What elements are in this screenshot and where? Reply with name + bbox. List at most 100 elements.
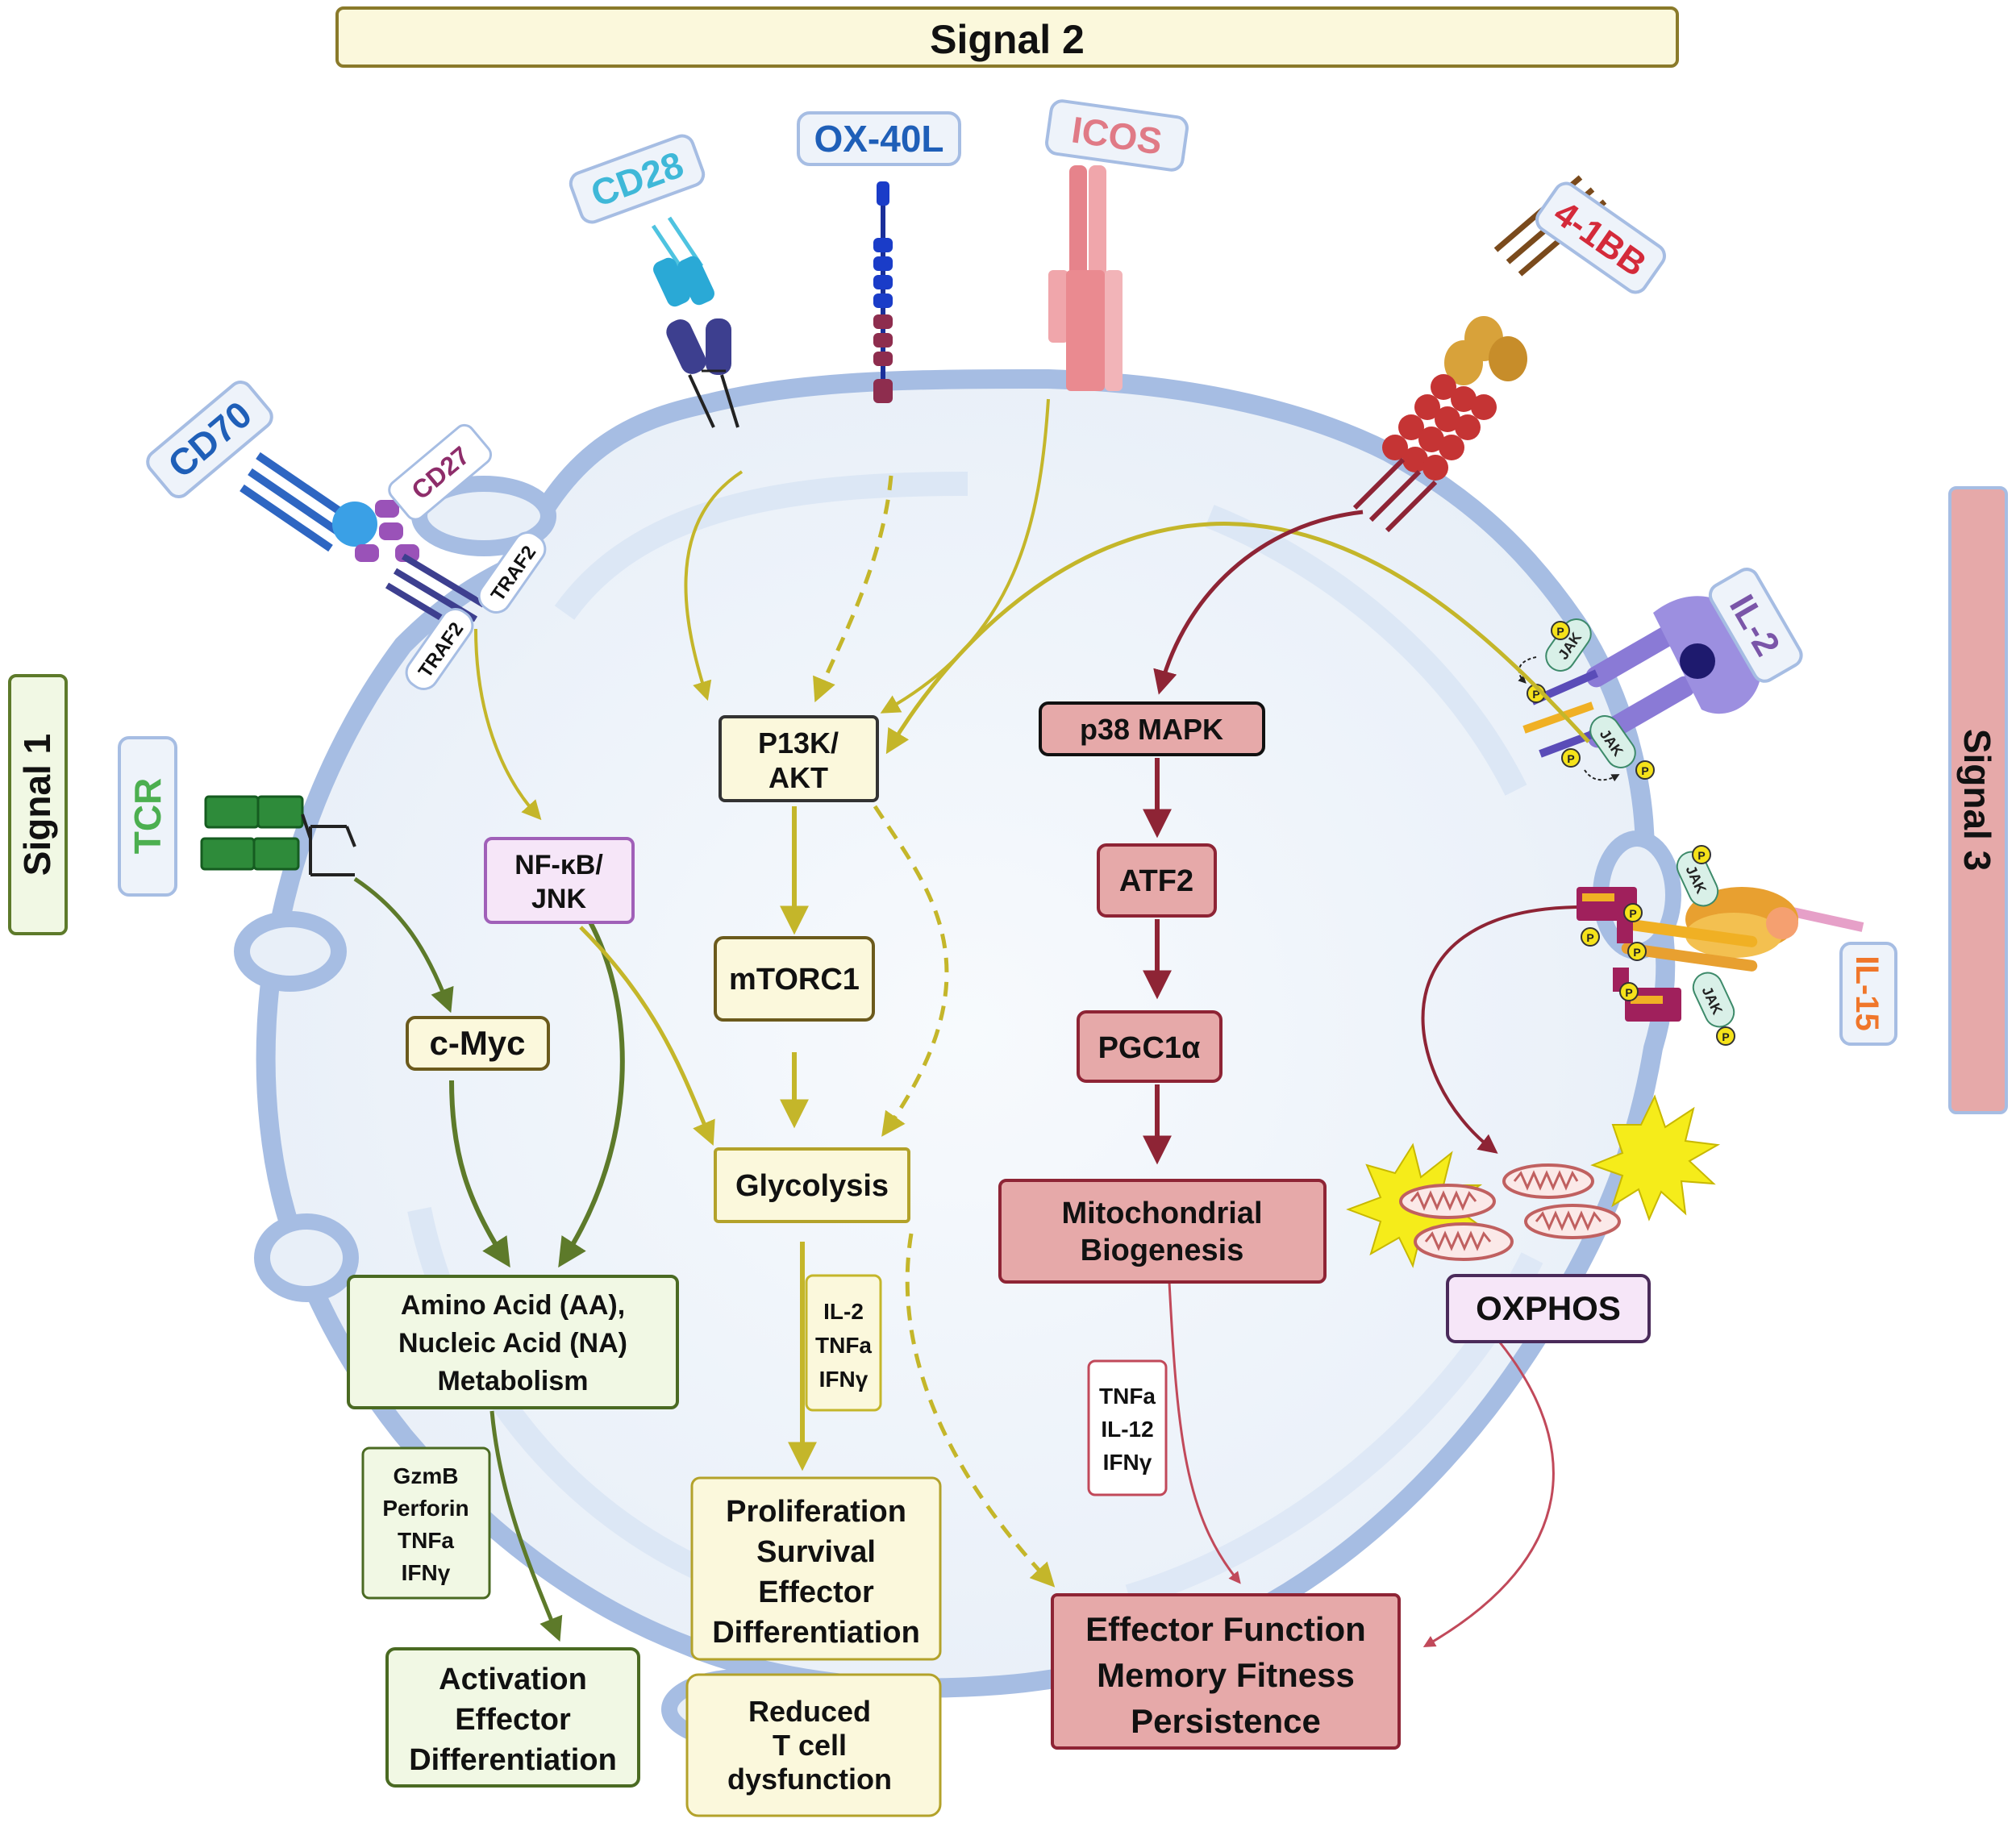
svg-text:P: P	[1532, 688, 1539, 701]
svg-text:P: P	[1722, 1030, 1729, 1043]
tcr-receptor	[200, 795, 356, 876]
svg-text:Activation: Activation	[439, 1663, 587, 1696]
signal-2-label: Signal 2	[930, 17, 1085, 62]
svg-text:Perforin: Perforin	[382, 1496, 469, 1521]
svg-text:p38 MAPK: p38 MAPK	[1080, 713, 1223, 746]
svg-text:JNK: JNK	[531, 884, 586, 914]
tcr-label: TCR	[118, 736, 177, 897]
svg-text:Biogenesis: Biogenesis	[1081, 1234, 1244, 1267]
svg-text:dysfunction: dysfunction	[727, 1763, 892, 1796]
svg-text:P: P	[1586, 931, 1593, 944]
cytokines-yellow: IL-2 TNFa IFNγ	[805, 1274, 882, 1412]
svg-text:IL-12: IL-12	[1101, 1417, 1153, 1442]
signal-2-header: Signal 2	[335, 6, 1679, 68]
node-p38-mapk: p38 MAPK	[1039, 701, 1265, 756]
four-1bb-label: 4-1BB	[1535, 181, 1666, 294]
jak-il2-b: JAK	[1589, 715, 1636, 768]
ox40l-label: OX-40L	[797, 111, 961, 166]
svg-text:IL-15: IL-15	[1849, 955, 1885, 1030]
svg-text:Reduced: Reduced	[748, 1695, 871, 1728]
svg-text:TNFa: TNFa	[398, 1528, 454, 1553]
outcome-reduced-dysfunction: Reduced T cell dysfunction	[685, 1673, 942, 1817]
svg-text:Survival: Survival	[756, 1535, 876, 1569]
node-pi3k-akt: P13K/ AKT	[719, 715, 879, 802]
svg-text:P: P	[1556, 625, 1564, 638]
il15-phospho: P P P P P P	[1581, 845, 1735, 1046]
mitochondrion-icon	[1524, 1204, 1621, 1239]
svg-text:P: P	[1567, 752, 1574, 765]
phospho-icon: P	[1581, 927, 1600, 947]
cd28-receptor	[651, 216, 739, 428]
svg-text:P: P	[1697, 849, 1705, 862]
icos-receptor	[1048, 165, 1123, 391]
jak-il15-b: JAK	[1692, 972, 1735, 1028]
svg-text:Differentiation: Differentiation	[712, 1616, 920, 1650]
svg-text:TNFa: TNFa	[815, 1333, 872, 1358]
burst-icon	[1590, 1094, 1721, 1222]
outcome-proliferation: Proliferation Survival Effector Differen…	[690, 1476, 942, 1661]
il15-receptor	[1577, 887, 1864, 1022]
svg-text:IFNγ: IFNγ	[1103, 1450, 1152, 1475]
phospho-icon: P	[1692, 845, 1711, 864]
svg-text:TNFa: TNFa	[1099, 1384, 1156, 1409]
outcome-activation: Activation Effector Differentiation	[385, 1647, 640, 1788]
svg-text:Memory Fitness: Memory Fitness	[1097, 1656, 1355, 1694]
svg-text:Glycolysis: Glycolysis	[735, 1169, 889, 1203]
svg-text:AKT: AKT	[768, 761, 828, 794]
phospho-icon: P	[1623, 903, 1643, 922]
il15-label: IL-15	[1839, 942, 1897, 1046]
svg-text:TCR: TCR	[127, 778, 169, 855]
phospho-icon: P	[1635, 760, 1655, 780]
node-glycolysis: Glycolysis	[714, 1147, 910, 1223]
mitochondria-group	[1346, 1094, 1721, 1268]
node-mtorc1: mTORC1	[714, 936, 875, 1022]
svg-text:P: P	[1633, 946, 1640, 959]
node-atf2: ATF2	[1097, 843, 1217, 918]
svg-text:c-Myc: c-Myc	[429, 1024, 525, 1062]
phospho-icon: P	[1627, 942, 1647, 961]
signal-3-header: Signal 3	[1948, 486, 2008, 1114]
svg-text:Differentiation: Differentiation	[409, 1743, 617, 1777]
svg-text:GzmB: GzmB	[394, 1463, 459, 1488]
arrows	[353, 398, 1590, 1648]
svg-text:P: P	[1625, 986, 1632, 999]
cytokines-red: TNFa IL-12 IFNγ	[1087, 1359, 1168, 1496]
svg-text:P13K/: P13K/	[758, 726, 839, 760]
svg-text:Amino Acid (AA),: Amino Acid (AA),	[401, 1290, 625, 1321]
phospho-icon: P	[1561, 748, 1581, 768]
svg-text:Mitochondrial: Mitochondrial	[1061, 1197, 1262, 1230]
node-mitochondrial-biogenesis: Mitochondrial Biogenesis	[998, 1179, 1327, 1284]
svg-text:P: P	[1641, 764, 1648, 777]
svg-text:Metabolism: Metabolism	[437, 1366, 588, 1396]
svg-text:Effector Function: Effector Function	[1085, 1610, 1366, 1648]
node-aa-na-metabolism: Amino Acid (AA), Nucleic Acid (NA) Metab…	[347, 1275, 679, 1409]
signal-3-label: Signal 3	[1956, 729, 1998, 871]
signal-1-header: Signal 1	[8, 674, 68, 935]
node-pgc1a: PGC1α	[1077, 1010, 1223, 1083]
jak-il15-a: JAK	[1676, 851, 1719, 907]
svg-text:Proliferation: Proliferation	[726, 1495, 906, 1529]
svg-text:IFNγ: IFNγ	[819, 1367, 868, 1392]
phospho-icon: P	[1619, 982, 1639, 1001]
svg-text:OXPHOS: OXPHOS	[1476, 1289, 1621, 1327]
node-oxphos: OXPHOS	[1446, 1274, 1651, 1343]
phospho-icon: P	[1716, 1026, 1735, 1046]
cytokines-green: GzmB Perforin TNFa IFNγ	[361, 1446, 491, 1600]
node-cmyc: c-Myc	[406, 1016, 550, 1071]
mitochondrion-icon	[1414, 1222, 1514, 1261]
icos-label: ICOS	[1045, 99, 1189, 172]
node-nfkb-jnk: NF-κB/ JNK	[484, 837, 635, 924]
ox40l-receptor	[873, 181, 893, 403]
signal-1-label: Signal 1	[16, 734, 58, 876]
svg-text:IL-2: IL-2	[823, 1299, 864, 1324]
cd70-label: CD70	[146, 381, 273, 498]
svg-text:T cell: T cell	[773, 1729, 847, 1762]
mitochondrion-icon	[1399, 1184, 1496, 1219]
svg-text:IFNγ: IFNγ	[402, 1560, 451, 1585]
svg-text:mTORC1: mTORC1	[729, 963, 860, 997]
svg-text:PGC1α: PGC1α	[1098, 1031, 1201, 1065]
outcome-effector-function: Effector Function Memory Fitness Persist…	[1051, 1593, 1401, 1750]
svg-text:NF-κB/: NF-κB/	[514, 850, 603, 880]
svg-text:Persistence: Persistence	[1131, 1702, 1321, 1740]
